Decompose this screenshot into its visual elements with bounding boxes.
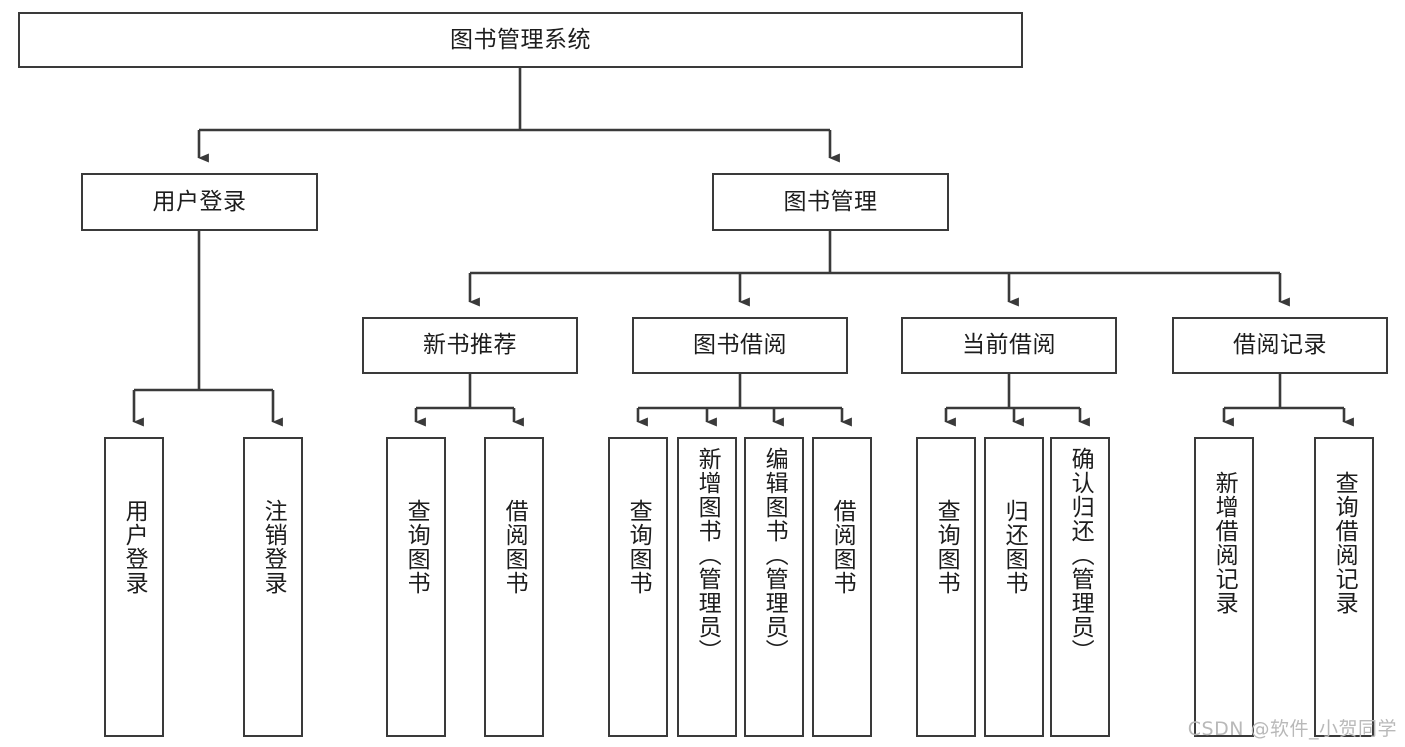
node-user-login[interactable]: 用户登录 (81, 173, 318, 231)
node-book-manage[interactable]: 图书管理 (712, 173, 949, 231)
node-leaf-add-borrow-record-label: 新增借阅记录 (1211, 471, 1238, 615)
node-leaf-user-logout[interactable]: 注销登录 (243, 437, 303, 737)
node-book-borrow[interactable]: 图书借阅 (632, 317, 848, 374)
node-leaf-borrow-book-rec-label: 借阅图书 (501, 499, 528, 595)
node-leaf-edit-book-admin-label: 编辑图书（管理员） (761, 447, 788, 663)
csdn-watermark: CSDN @软件_小贺同学 (1187, 718, 1397, 740)
node-leaf-confirm-return-admin-label: 确认归还（管理员） (1067, 447, 1094, 663)
node-current-borrow[interactable]: 当前借阅 (901, 317, 1117, 374)
node-leaf-user-login-label: 用户登录 (121, 499, 148, 595)
node-leaf-user-logout-label: 注销登录 (260, 499, 287, 595)
node-current-borrow-label: 当前借阅 (962, 332, 1056, 359)
node-leaf-edit-book-admin[interactable]: 编辑图书（管理员） (744, 437, 804, 737)
node-root-label: 图书管理系统 (450, 26, 591, 53)
node-user-login-label: 用户登录 (152, 188, 247, 215)
node-leaf-query-borrow-record[interactable]: 查询借阅记录 (1314, 437, 1374, 737)
node-leaf-query-book-current-label: 查询图书 (933, 499, 960, 595)
node-leaf-borrow-book-borrow-label: 借阅图书 (829, 499, 856, 595)
node-leaf-return-book-label: 归还图书 (1001, 499, 1028, 595)
node-borrow-record-label: 借阅记录 (1233, 332, 1327, 359)
node-book-borrow-label: 图书借阅 (693, 332, 787, 359)
node-leaf-query-book-rec-label: 查询图书 (403, 499, 430, 595)
node-leaf-borrow-book-rec[interactable]: 借阅图书 (484, 437, 544, 737)
node-leaf-borrow-book-borrow[interactable]: 借阅图书 (812, 437, 872, 737)
node-leaf-query-book-borrow-label: 查询图书 (625, 499, 652, 595)
node-leaf-add-borrow-record[interactable]: 新增借阅记录 (1194, 437, 1254, 737)
node-leaf-return-book[interactable]: 归还图书 (984, 437, 1044, 737)
node-leaf-confirm-return-admin[interactable]: 确认归还（管理员） (1050, 437, 1110, 737)
node-leaf-user-login[interactable]: 用户登录 (104, 437, 164, 737)
node-leaf-query-book-borrow[interactable]: 查询图书 (608, 437, 668, 737)
node-leaf-query-borrow-record-label: 查询借阅记录 (1331, 471, 1358, 615)
node-new-book-recommend[interactable]: 新书推荐 (362, 317, 578, 374)
node-leaf-add-book-admin-label: 新增图书（管理员） (694, 447, 721, 663)
node-book-manage-label: 图书管理 (783, 188, 878, 215)
node-new-book-recommend-label: 新书推荐 (423, 332, 517, 359)
node-borrow-record[interactable]: 借阅记录 (1172, 317, 1388, 374)
node-leaf-query-book-rec[interactable]: 查询图书 (386, 437, 446, 737)
node-root[interactable]: 图书管理系统 (18, 12, 1023, 68)
node-leaf-add-book-admin[interactable]: 新增图书（管理员） (677, 437, 737, 737)
node-leaf-query-book-current[interactable]: 查询图书 (916, 437, 976, 737)
